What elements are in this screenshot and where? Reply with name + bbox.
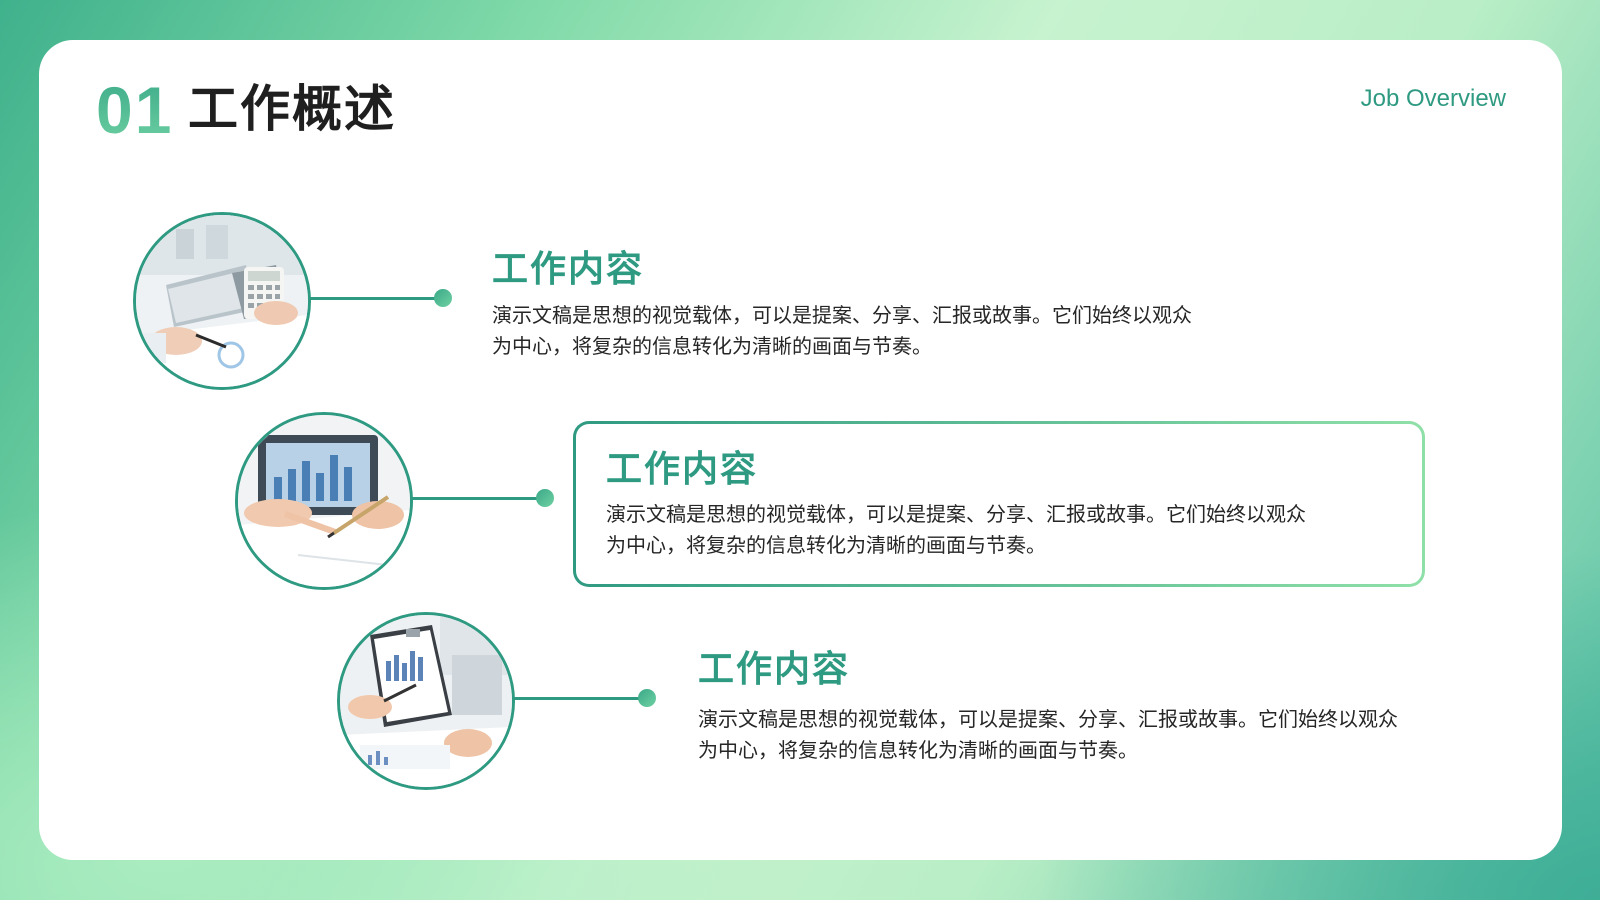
item-body-1-line1: 演示文稿是思想的视觉载体，可以是提案、分享、汇报或故事。它们始终以观众 bbox=[492, 303, 1192, 327]
laptop-calculator-photo bbox=[133, 212, 311, 390]
item-title-2: 工作内容 bbox=[606, 449, 759, 490]
item-body-3-line1: 演示文稿是思想的视觉载体，可以是提案、分享、汇报或故事。它们始终以观众 bbox=[698, 707, 1398, 731]
connector-line-2 bbox=[410, 497, 538, 500]
item-title-1: 工作内容 bbox=[492, 249, 645, 290]
page-subtitle: Job Overview bbox=[1360, 85, 1506, 112]
item-body-1-line2: 为中心，将复杂的信息转化为清晰的画面与节奏。 bbox=[492, 334, 932, 358]
meeting-pen-photo bbox=[235, 412, 413, 590]
item-body-3-line2: 为中心，将复杂的信息转化为清晰的画面与节奏。 bbox=[698, 738, 1138, 762]
item-body-2-line2: 为中心，将复杂的信息转化为清晰的画面与节奏。 bbox=[606, 533, 1046, 557]
connector-line-1 bbox=[308, 297, 436, 300]
item-title-3: 工作内容 bbox=[698, 649, 851, 690]
connector-dot-2 bbox=[536, 489, 554, 507]
connector-dot-3 bbox=[638, 689, 656, 707]
chart-clipboard-photo bbox=[337, 612, 515, 790]
connector-dot-1 bbox=[434, 289, 452, 307]
highlight-card bbox=[573, 421, 1425, 587]
connector-line-3 bbox=[512, 697, 640, 700]
item-body-2-line1: 演示文稿是思想的视觉载体，可以是提案、分享、汇报或故事。它们始终以观众 bbox=[606, 502, 1306, 526]
section-number: 01 bbox=[96, 70, 173, 150]
page-title: 工作概述 bbox=[188, 80, 396, 138]
